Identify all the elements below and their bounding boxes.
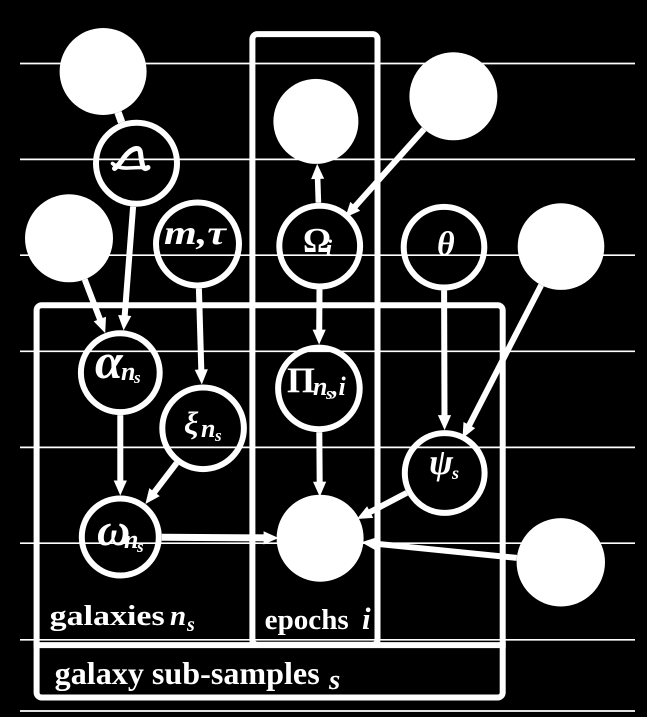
svg-text:i: i xyxy=(326,235,333,260)
svg-text:m,τ: m,τ xyxy=(164,215,227,252)
svg-text:Ω: Ω xyxy=(303,221,331,260)
svg-text:Π: Π xyxy=(287,360,315,400)
svg-text:galaxy sub-samples: galaxy sub-samples xyxy=(55,655,320,691)
svg-text:galaxies: galaxies xyxy=(50,600,165,632)
svg-text:θ: θ xyxy=(437,226,455,263)
svg-text:s: s xyxy=(136,537,144,556)
svg-text:s: s xyxy=(133,368,141,387)
svg-text:s: s xyxy=(328,664,340,696)
svg-text:α: α xyxy=(95,333,124,389)
svg-text:epochs: epochs xyxy=(265,605,349,636)
svg-text:s: s xyxy=(186,614,195,636)
svg-text:n: n xyxy=(170,600,186,632)
svg-text:n: n xyxy=(201,414,215,443)
svg-text:s: s xyxy=(214,426,222,445)
svg-text:ψ: ψ xyxy=(429,442,454,482)
svg-text:i: i xyxy=(362,601,371,636)
svg-text:ξ: ξ xyxy=(184,405,199,441)
svg-text:s: s xyxy=(325,384,333,403)
svg-text:n: n xyxy=(121,357,135,386)
svg-text:n: n xyxy=(124,525,138,554)
svg-text:s: s xyxy=(451,463,459,483)
svg-text:ω: ω xyxy=(97,504,130,555)
svg-text:n: n xyxy=(313,372,327,401)
svg-text:,i: ,i xyxy=(331,372,347,401)
